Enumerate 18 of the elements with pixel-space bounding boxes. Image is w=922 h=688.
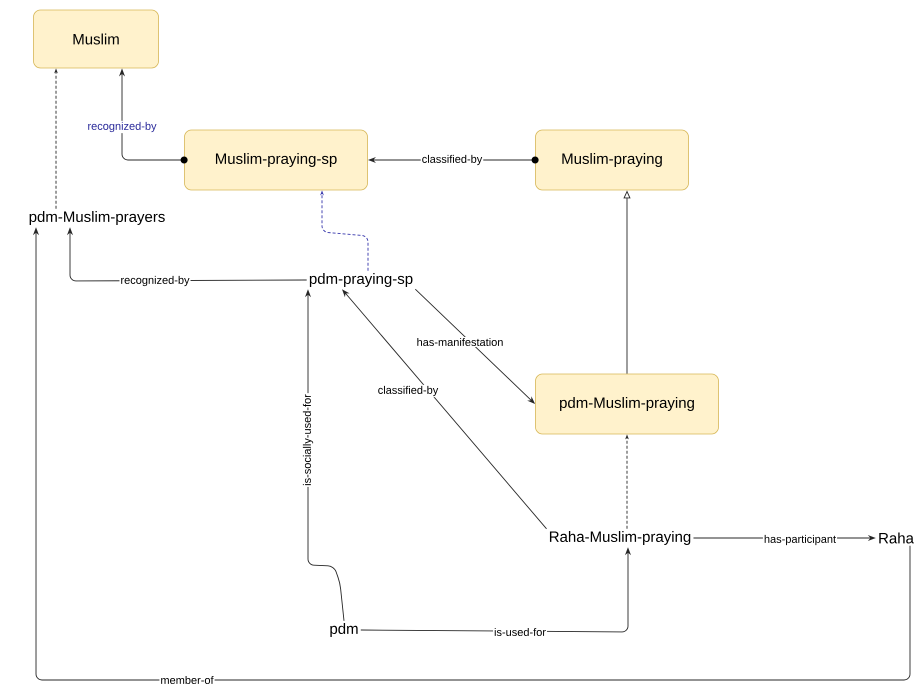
concept-label: Raha (876, 530, 916, 546)
edge-label: recognized-by (86, 120, 158, 134)
edge-label: classified-by (420, 154, 484, 166)
concept-label: pdm-Muslim-prayers (26, 209, 168, 227)
concept-box: Muslim-praying (535, 130, 689, 190)
concept-label: pdm-praying-sp (306, 271, 416, 289)
edge-label: recognized-by (119, 274, 191, 288)
concept-box: Muslim (33, 10, 159, 68)
edge-label: has-participant (762, 534, 838, 546)
edge-label: is-used-for (493, 626, 547, 638)
edge-label: classified-by (376, 384, 440, 398)
concept-label: Raha-Muslim-praying (546, 529, 694, 547)
concept-box: pdm-Muslim-praying (535, 374, 719, 434)
edge-label: has-manifestation (416, 336, 504, 348)
edge-label: is-socially-used-for (302, 393, 314, 487)
concept-label: pdm (327, 621, 361, 639)
concept-box: Muslim-praying-sp (184, 130, 368, 190)
edge-label: member-of (159, 674, 215, 686)
